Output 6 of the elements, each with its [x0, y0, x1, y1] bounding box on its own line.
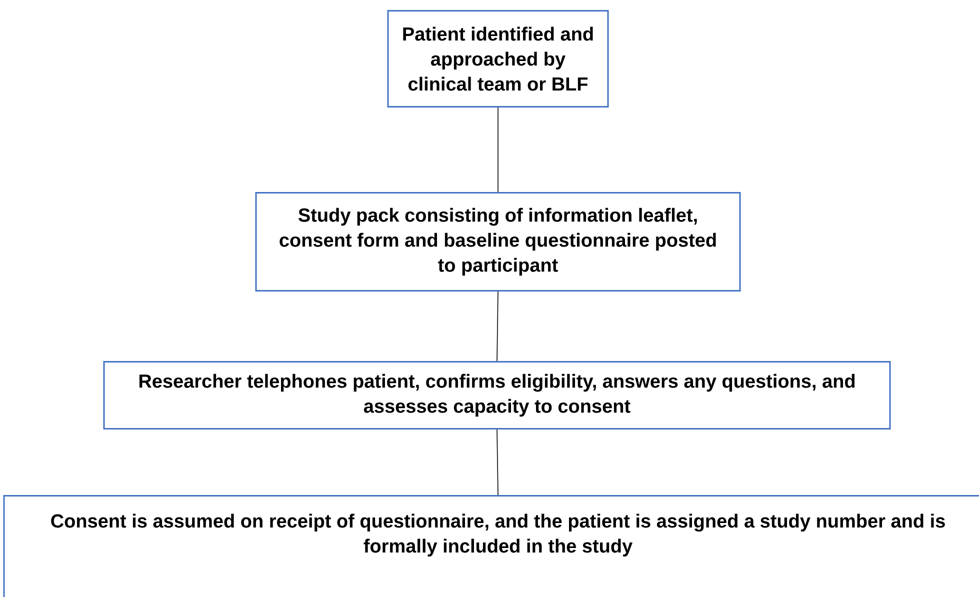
process-box: Researcher telephones patient, confirms eligibility, answers any questions, and assesses capacity to consent [103, 361, 891, 430]
connector-line [496, 429, 498, 496]
process-box: Study pack consisting of information leaflet, consent form and baseline questionnaire posted to participant [255, 192, 741, 292]
process-box: Patient identified and approached by clinical team or BLF [387, 10, 609, 108]
process-box: Consent is assumed on receipt of questionnaire, and the patient is assigned a study number and is formally included in the study [3, 495, 979, 597]
connector-line [496, 291, 498, 362]
